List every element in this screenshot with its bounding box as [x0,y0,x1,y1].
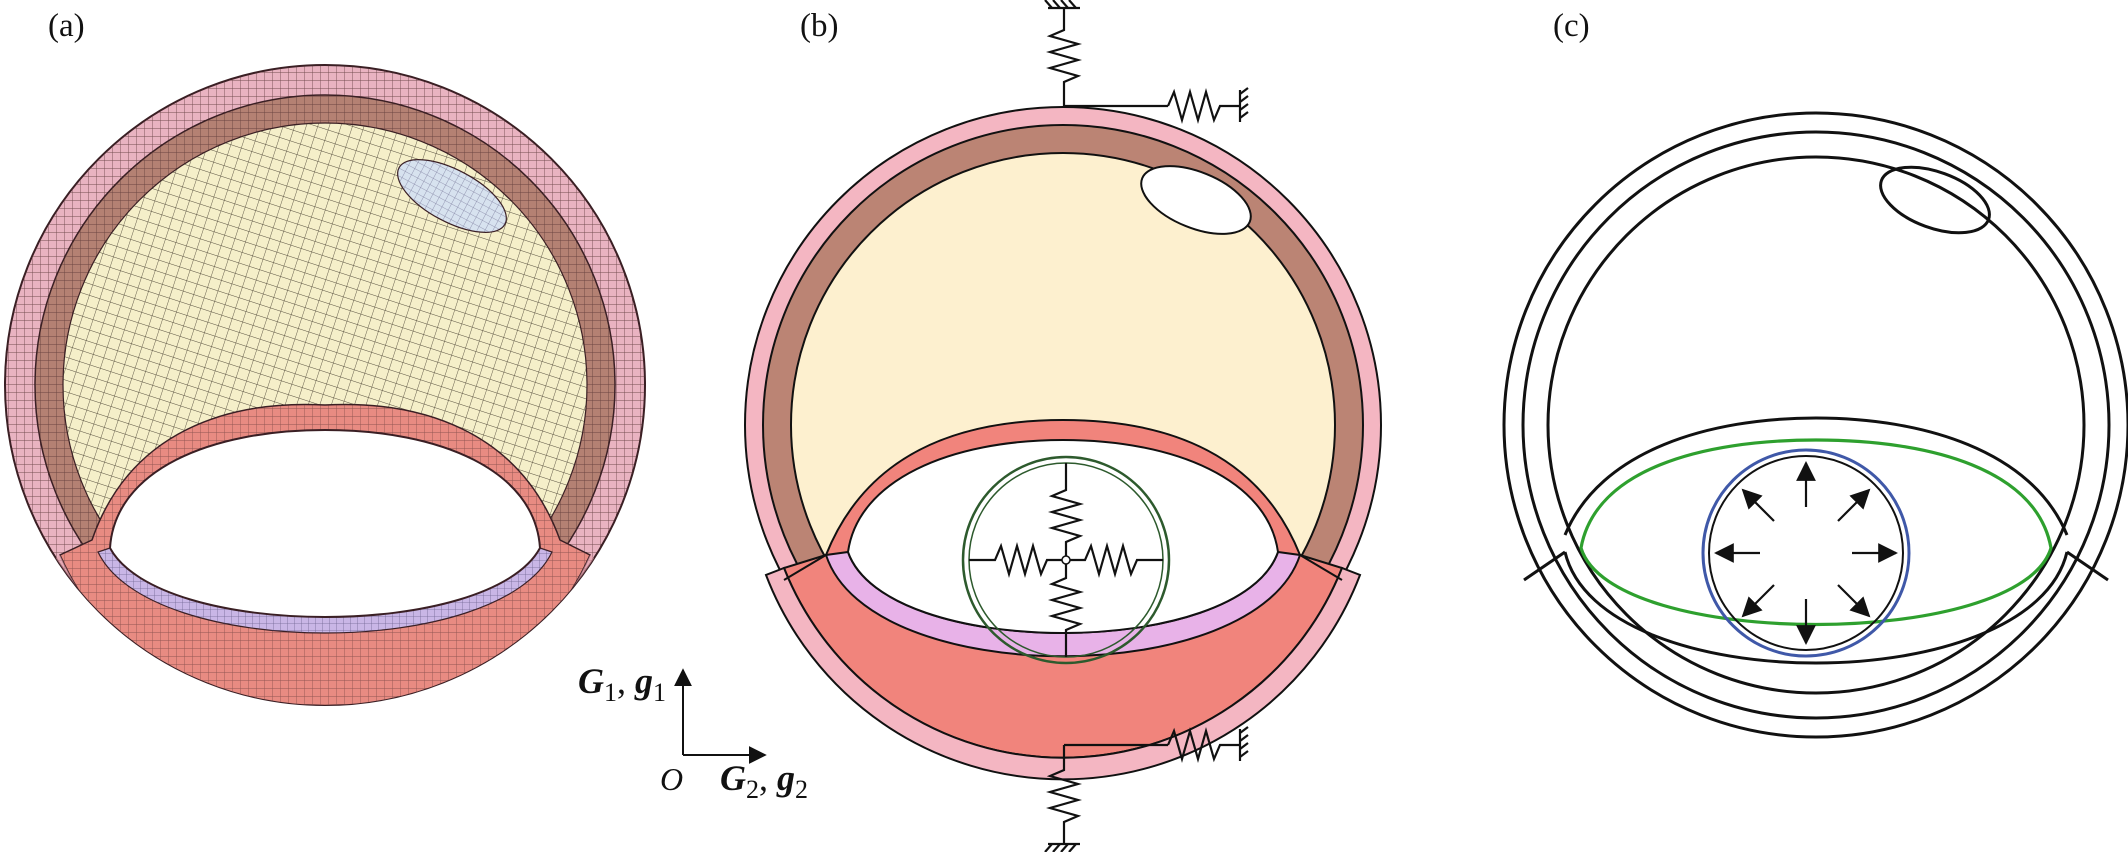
panel-c-load-diagram [1502,111,2128,739]
axis-vertical-label: G1, g1 [578,661,666,707]
outer-ring-c [1502,111,2128,739]
spring-center-node [1061,555,1071,565]
boundary-spring-top-horizontal [1064,87,1249,125]
boundary-spring-bottom-horizontal [1064,726,1249,764]
small-ellipse-b [1140,165,1252,235]
boundary-spring-top-vertical [1044,0,1083,106]
tissue-outline-c [1546,155,2086,695]
axis-origin-label: O [660,761,683,797]
axis-horizontal-label: G2, g2 [720,758,808,804]
panel-label-b: (b) [800,8,838,44]
panel-label-c: (c) [1553,8,1590,44]
boundary-spring-bottom-vertical [1044,745,1083,852]
spring-ring-outer [961,455,1171,665]
panel-label-a: (a) [48,8,85,44]
internal-spring-cross [969,463,1163,657]
small-ellipse-c [1879,165,1991,235]
pressure-arrow-down-right [1837,584,1871,618]
panel-b-schematic [744,0,1382,852]
mesh-lumen-cavity [108,428,542,618]
pressure-arrow-down-left [1741,584,1775,618]
cavity-boundary-green [1579,438,2053,626]
wall-ring-c [1521,130,2111,720]
pressure-arrow-up-left [1741,488,1775,522]
pressure-ring-inner [1708,455,1904,651]
pressure-arrows [1714,461,1898,645]
upper-boundary-c [1563,416,2069,536]
panel-a-mesh-model [4,64,646,706]
coordinate-axes: O G1, g1 G2, g2 [578,661,808,804]
pressure-arrow-up-right [1837,488,1871,522]
lumen-cavity-b [846,438,1280,634]
pressure-ring-outer [1701,448,1911,658]
